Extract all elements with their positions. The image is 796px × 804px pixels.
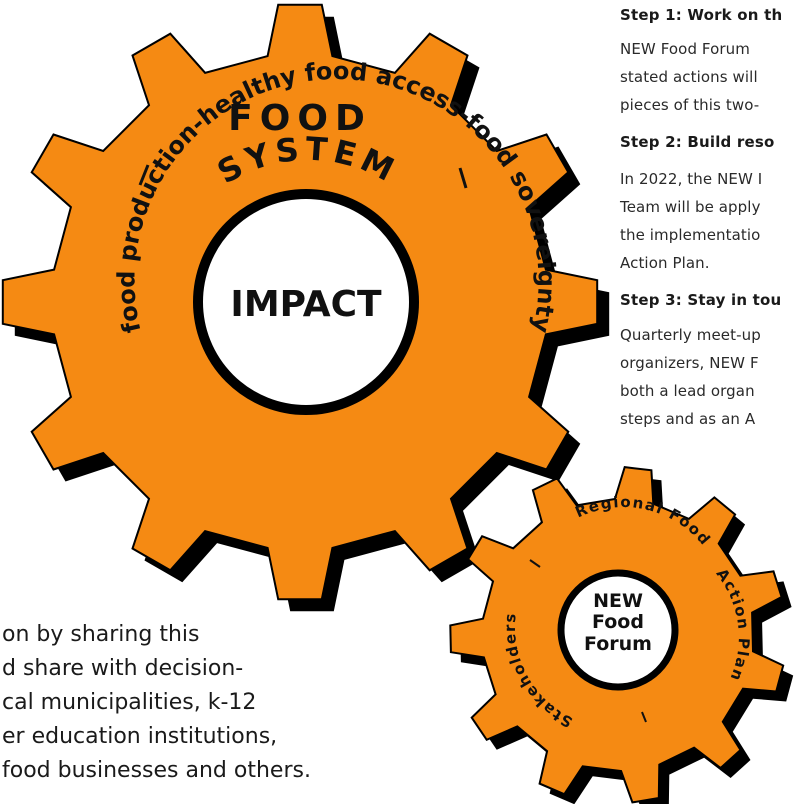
big-gear: IMPACT FOOD SYSTEM food production-healt… — [1, 3, 610, 612]
small-gear: NEW Food Forum Regional Food Action Plan… — [449, 466, 794, 804]
big-gear-divider-right — [458, 167, 468, 189]
bottom-paragraph-line-1: on by sharing this — [2, 622, 200, 647]
step2-line-3: the implementatio — [620, 226, 761, 244]
step1-line-3: pieces of this two- — [620, 96, 760, 114]
step1-line-2: stated actions will — [620, 68, 758, 86]
step2-line-2: Team will be apply — [620, 198, 761, 216]
small-gear-center-line3: Forum — [584, 633, 652, 655]
small-gear-divider-left — [529, 559, 541, 568]
bottom-paragraph-line-3: cal municipalities, k-12 — [2, 690, 257, 715]
step2-line-4: Action Plan. — [620, 254, 710, 272]
big-gear-title-line1: FOOD — [228, 98, 372, 139]
step2-heading: Step 2: Build reso — [620, 133, 775, 151]
big-gear-divider-left — [138, 164, 150, 186]
bottom-paragraph-line-2: d share with decision- — [2, 656, 244, 681]
step3-line-3: both a lead organ — [620, 382, 755, 400]
step1-line-1: NEW Food Forum — [620, 40, 750, 58]
bottom-paragraph-line-4: er education institutions, — [2, 724, 278, 749]
step3-line-2: organizers, NEW F — [620, 354, 759, 372]
small-gear-divider-right — [641, 711, 647, 723]
step2-line-1: In 2022, the NEW I — [620, 170, 763, 188]
bottom-paragraph-line-5: food businesses and others. — [2, 758, 311, 783]
big-gear-center-text: IMPACT — [230, 284, 382, 325]
small-gear-hub — [557, 569, 679, 691]
small-gear-center-line1: NEW — [593, 590, 643, 612]
step1-heading: Step 1: Work on th — [620, 6, 783, 24]
step3-heading: Step 3: Stay in tou — [620, 291, 782, 309]
step3-line-4: steps and as an A — [620, 410, 756, 428]
big-gear-hub — [193, 189, 419, 415]
step3-line-1: Quarterly meet-up — [620, 326, 761, 344]
small-gear-center-line2: Food — [592, 611, 644, 633]
